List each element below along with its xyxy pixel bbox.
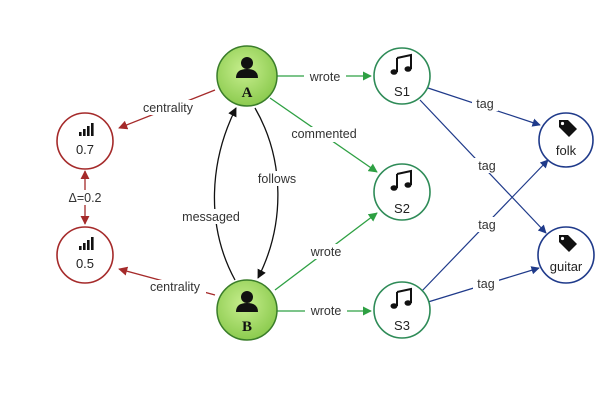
user-node-a[interactable]: A [216, 45, 278, 107]
song-label: S3 [394, 318, 410, 333]
edge-s3-tag-guitar: tag [427, 266, 540, 303]
edge-label-messaged: messaged [182, 210, 240, 224]
edge-label-centrality: centrality [143, 101, 194, 115]
edge-b-wrote-s2: wrote [274, 212, 378, 291]
user-node-b[interactable]: B [216, 279, 278, 341]
edge-label-centrality: centrality [150, 280, 201, 294]
edge-a-commented-s2: commented [269, 97, 378, 173]
edge-s1-tag-guitar: tag [419, 99, 547, 234]
edge-label-wrote: wrote [310, 304, 342, 318]
edge-label-commented: commented [291, 127, 356, 141]
metric-value: 0.5 [76, 256, 94, 271]
song-node-s1[interactable]: S1 [373, 47, 431, 105]
edge-s1-tag-folk: tag [427, 87, 541, 127]
metric-node-b[interactable]: 0.5 [56, 226, 114, 284]
song-node-s2[interactable]: S2 [373, 163, 431, 221]
song-label: S1 [394, 84, 410, 99]
edge-label-tag: tag [478, 159, 495, 173]
song-label: S2 [394, 201, 410, 216]
signal-bars-icon [79, 123, 94, 136]
music-note-icon [390, 169, 412, 191]
edge-a-follows-b: follows [252, 107, 302, 279]
edge-b-wrote-s3: wrote [277, 303, 372, 318]
user-label: A [242, 85, 253, 101]
edge-label-tag: tag [478, 218, 495, 232]
edge-b-messaged-a: messaged [180, 107, 242, 281]
music-note-icon [390, 287, 412, 309]
edge-s3-tag-folk: tag [419, 159, 549, 294]
person-icon [236, 291, 258, 312]
tag-node-folk[interactable]: folk [538, 112, 594, 168]
edge-label-follows: follows [258, 172, 296, 186]
metric-node-a[interactable]: 0.7 [56, 112, 114, 170]
tag-label: guitar [550, 259, 583, 274]
tag-node-guitar[interactable]: guitar [537, 226, 595, 284]
music-note-icon [390, 53, 412, 75]
edge-a-centrality: centrality [118, 89, 216, 130]
edge-b-centrality: centrality [118, 266, 216, 296]
edge-metric-delta: Δ=0.2 [56, 170, 114, 225]
tag-label: folk [556, 143, 577, 158]
edge-label-delta: Δ=0.2 [68, 191, 101, 205]
edge-label-wrote: wrote [310, 245, 342, 259]
person-icon [236, 57, 258, 78]
song-node-s3[interactable]: S3 [373, 281, 431, 339]
user-label: B [242, 319, 252, 335]
edge-a-wrote-s1: wrote [275, 69, 372, 84]
tag-icon [559, 120, 577, 137]
edge-label-tag: tag [477, 277, 494, 291]
tag-icon [559, 235, 577, 252]
edge-label-wrote: wrote [309, 70, 341, 84]
edge-label-tag: tag [476, 97, 493, 111]
metric-value: 0.7 [76, 142, 94, 157]
signal-bars-icon [79, 237, 94, 250]
